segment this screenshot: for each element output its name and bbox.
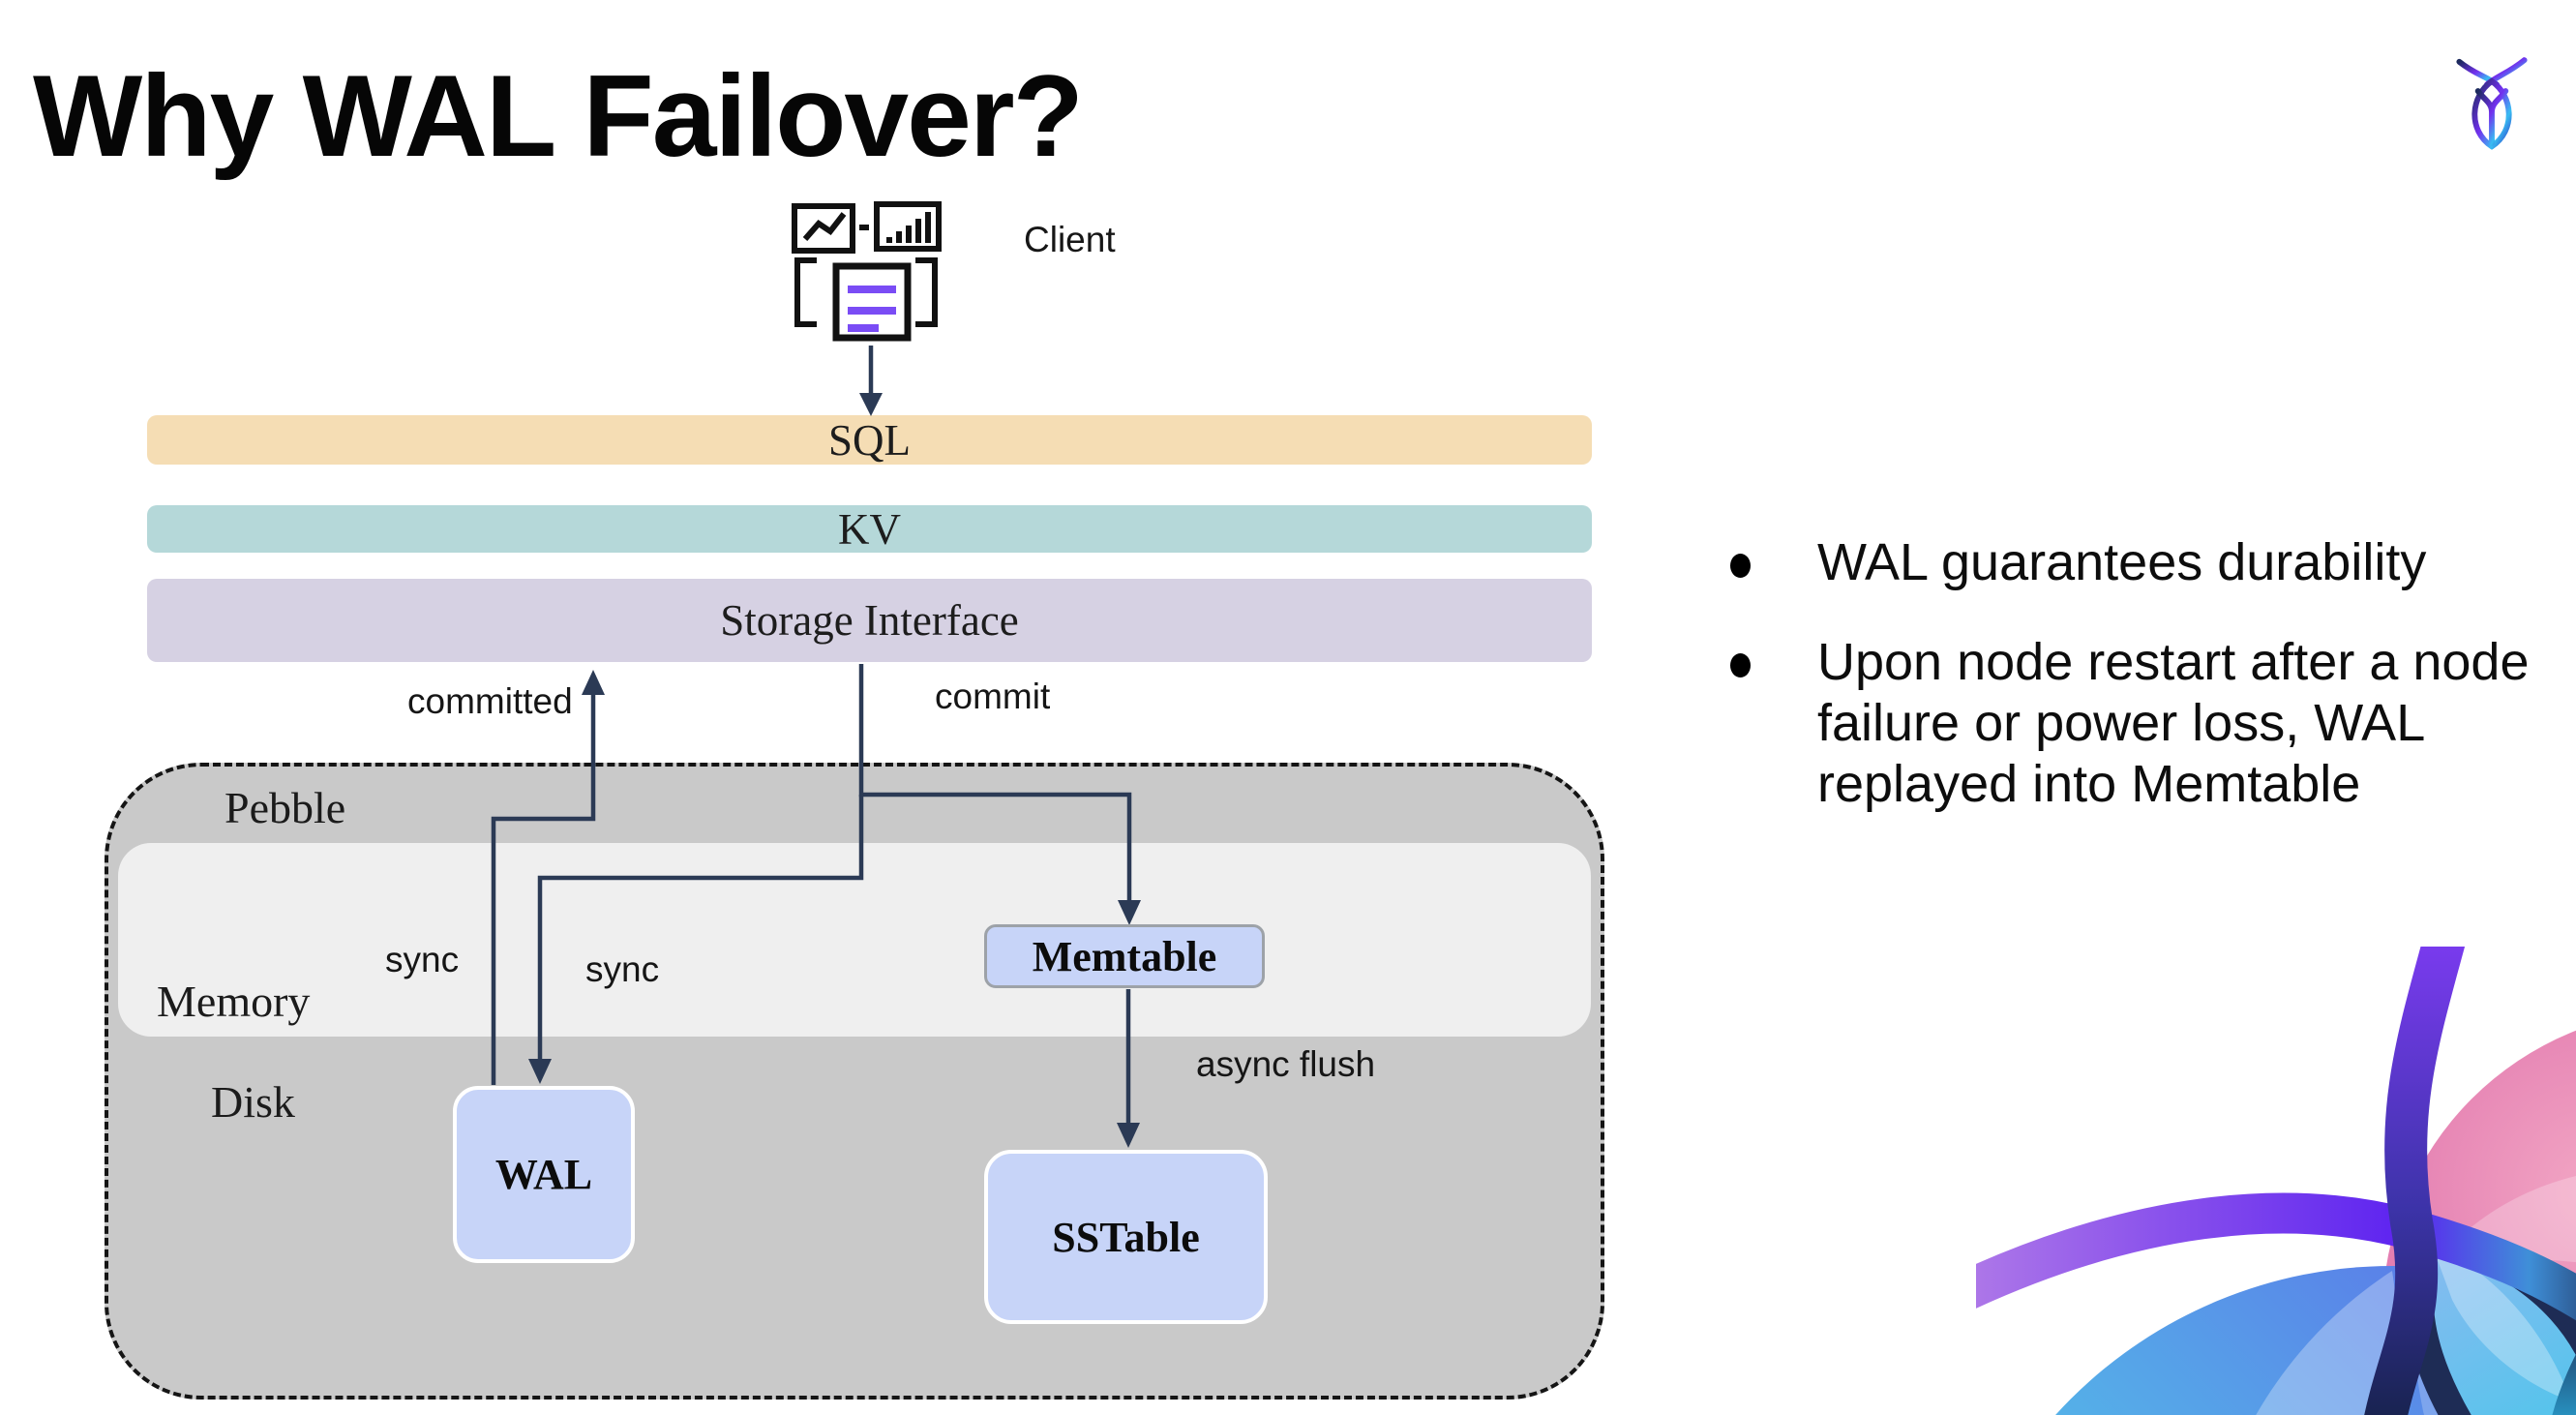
kv-layer-bar: KV	[147, 504, 1592, 554]
line-chart-glyph	[802, 212, 847, 241]
logo-body	[2471, 77, 2512, 150]
pebble-label: Pebble	[225, 783, 346, 832]
bullet-item: Upon node restart after a node failure o…	[1728, 632, 2572, 815]
bullet-text: Upon node restart after a node failure o…	[1817, 633, 2530, 813]
bar-chart-glyph	[886, 212, 931, 243]
sstable-node-label: SSTable	[1052, 1213, 1200, 1261]
disk-label: Disk	[211, 1077, 295, 1127]
wal-node-label: WAL	[494, 1151, 593, 1198]
bullet-text: WAL guarantees durability	[1817, 533, 2427, 591]
art-leaf-highlight	[2431, 1242, 2571, 1401]
commit-edge-label: commit	[935, 677, 1051, 716]
sql-layer-label: SQL	[827, 415, 911, 465]
sync-right-edge-label: sync	[585, 949, 660, 989]
memory-label: Memory	[157, 977, 311, 1026]
sql-layer-bar: SQL	[147, 415, 1592, 465]
sync-left-edge-label: sync	[385, 940, 460, 979]
sstable-node: SSTable	[984, 1150, 1268, 1324]
art-band-horizontal-right	[2404, 1209, 2576, 1321]
memtable-node: Memtable	[984, 924, 1265, 988]
client-apps-icon	[792, 201, 942, 342]
storage-interface-layer-label: Storage Interface	[720, 596, 1019, 645]
client-label: Client	[1024, 220, 1116, 259]
art-blue-petal-left	[2256, 1271, 2399, 1415]
cockroachdb-logo-icon	[2456, 57, 2528, 150]
kv-layer-label: KV	[838, 504, 901, 554]
bullet-list: WAL guarantees durability Upon node rest…	[1728, 532, 2561, 815]
art-band-vertical	[2364, 947, 2466, 1415]
memtable-node-label: Memtable	[1032, 932, 1217, 980]
memory-band	[118, 843, 1591, 1037]
art-band-horizontal-left	[1976, 1192, 2415, 1309]
slide-title: Why WAL Failover?	[33, 51, 1084, 181]
document-text-lines	[848, 286, 896, 332]
logo-vein	[2474, 88, 2509, 146]
storage-interface-layer-bar: Storage Interface	[147, 579, 1592, 662]
wal-node: WAL	[453, 1086, 635, 1263]
brand-art-graphic	[1976, 947, 2576, 1415]
committed-edge-label: committed	[407, 681, 573, 721]
bullet-item: WAL guarantees durability	[1728, 532, 2572, 593]
bracket-right-icon	[915, 257, 938, 327]
bracket-left-icon	[794, 257, 817, 327]
async-flush-edge-label: async flush	[1196, 1044, 1376, 1084]
